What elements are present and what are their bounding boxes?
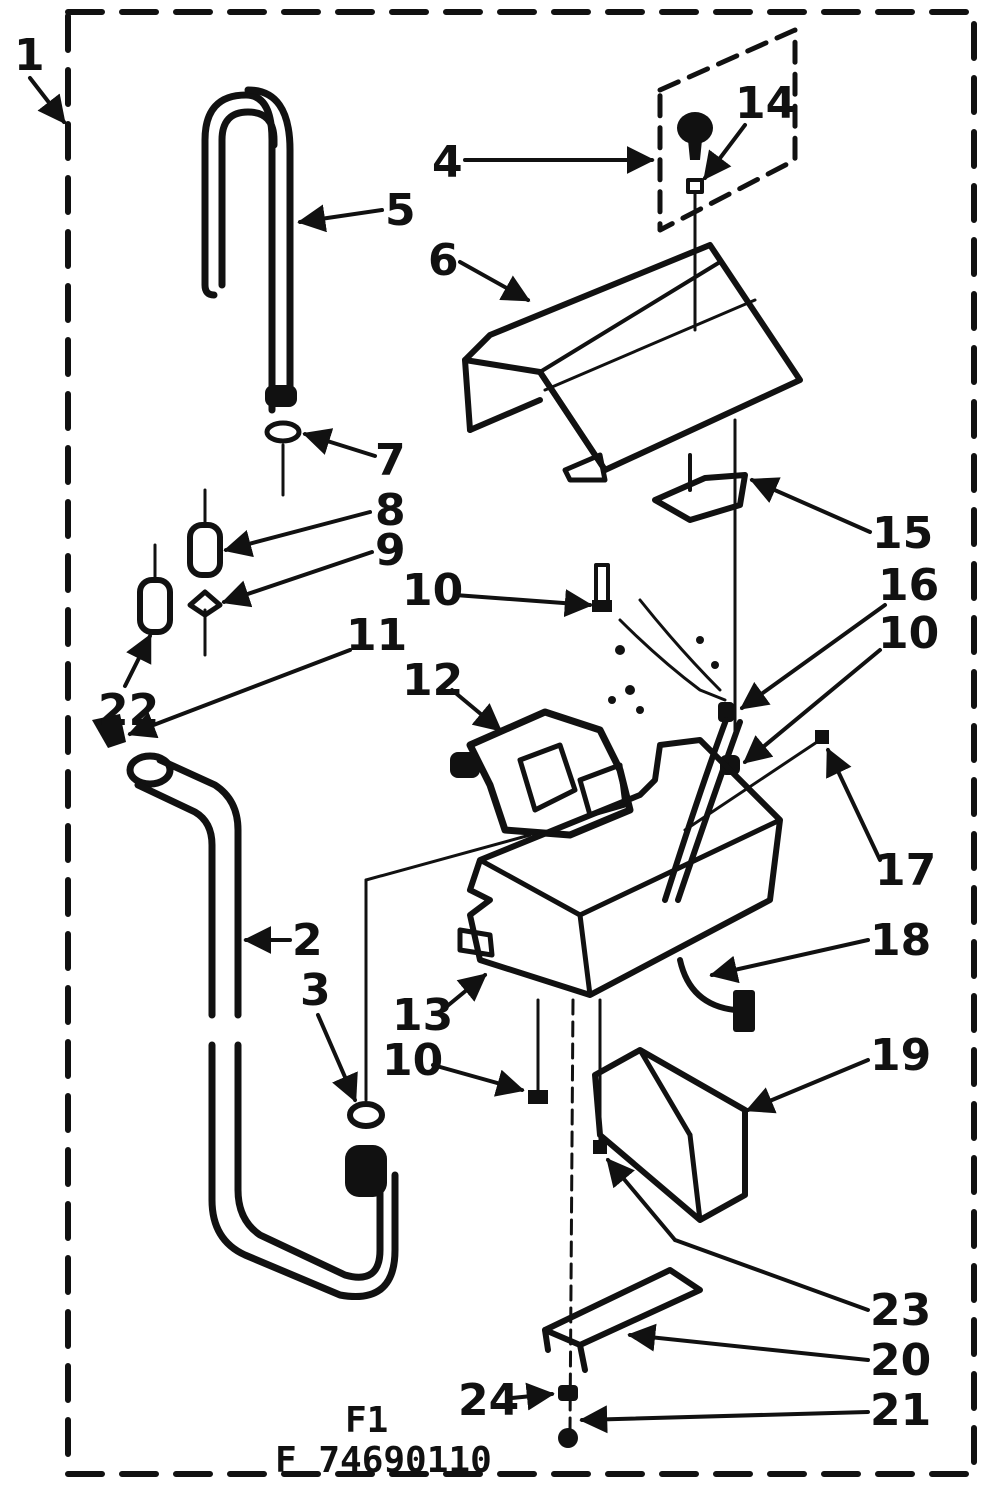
callout-10-lower: 10 [382,1035,443,1086]
part-20-channel [542,1267,703,1373]
leader-23 [673,1238,870,1312]
part-14-knob [677,112,713,332]
part-5-hose [201,86,297,414]
leader-1 [28,76,66,125]
callout-9: 9 [375,525,406,576]
callout-11: 11 [346,610,407,661]
leader-12 [450,688,503,732]
leader-24 [510,1382,555,1411]
part-11-clamp [92,714,126,748]
leader-19 [745,1058,870,1114]
leader-23-tail [606,1157,677,1242]
callout-24: 24 [458,1375,519,1426]
callout-10-upper: 10 [402,565,463,616]
figure-number: F 74690110 [275,1440,492,1481]
part-18-connector [677,957,755,1032]
callout-22: 22 [98,685,159,736]
callout-13: 13 [392,990,453,1041]
leader-6 [458,260,531,302]
part-9-washer [187,589,223,618]
wiring-harness [608,598,727,714]
leader-10-upper [453,589,593,618]
part-24-nut [558,1385,578,1401]
figure-label: F1 [345,1400,388,1441]
callout-12: 12 [402,655,463,706]
part-12-switch [450,708,634,839]
leader-3 [316,1013,358,1103]
leader-5 [297,204,384,233]
callout-23: 23 [870,1285,931,1336]
callout-5: 5 [385,185,416,236]
part-10-screw-lower [528,998,548,1104]
part-4-panel [657,27,798,233]
part-17-screw [683,730,829,832]
leader-15 [749,477,872,534]
callout-8: 8 [375,485,406,536]
callout-10-right: 10 [878,608,939,659]
part-7-washer [264,420,302,497]
part-10-screw-upper [592,563,612,612]
leader-16 [739,603,887,710]
callout-6: 6 [428,235,459,286]
part-22-fitting [137,543,173,635]
leader-20 [627,1323,870,1362]
callout-7: 7 [375,435,406,486]
callout-19: 19 [870,1030,931,1081]
callout-2: 2 [292,915,323,966]
callout-3: 3 [300,965,331,1016]
callout-4: 4 [432,137,463,188]
leader-10-right [742,648,882,764]
leader-7 [302,428,377,458]
part-6-duct [462,242,803,483]
part-2-hose [126,752,399,1300]
callout-18: 18 [870,915,931,966]
leader-11 [127,648,352,739]
leader-22 [123,633,152,688]
part-19-cover [592,1047,748,1223]
part-23-screw [593,998,607,1154]
leader-14 [703,123,747,181]
part-15-bracket [652,418,748,742]
part-16-grommet [662,702,743,903]
callout-assembly-1: 1 [14,30,45,81]
leader-17 [826,747,882,862]
callout-20: 20 [870,1335,931,1386]
leader-21 [579,1405,870,1434]
callout-16: 16 [878,560,939,611]
part-13-bracket [457,737,783,998]
assembly-boundary [65,9,977,1477]
callout-17: 17 [875,845,936,896]
leader-13 [438,973,488,1014]
part-21-rod [558,998,578,1448]
callout-14: 14 [735,78,796,129]
callout-21: 21 [870,1385,931,1436]
part-3-fitting [345,833,532,1197]
callout-15: 15 [872,508,933,559]
leader-18 [709,938,870,984]
callouts: 2 3 4 5 6 7 8 9 10 10 10 11 12 13 14 15 [98,78,939,1436]
part-8-valve [187,488,223,657]
leader-10-lower [431,1063,525,1097]
leader-9 [221,550,374,608]
leader-8 [223,510,372,558]
